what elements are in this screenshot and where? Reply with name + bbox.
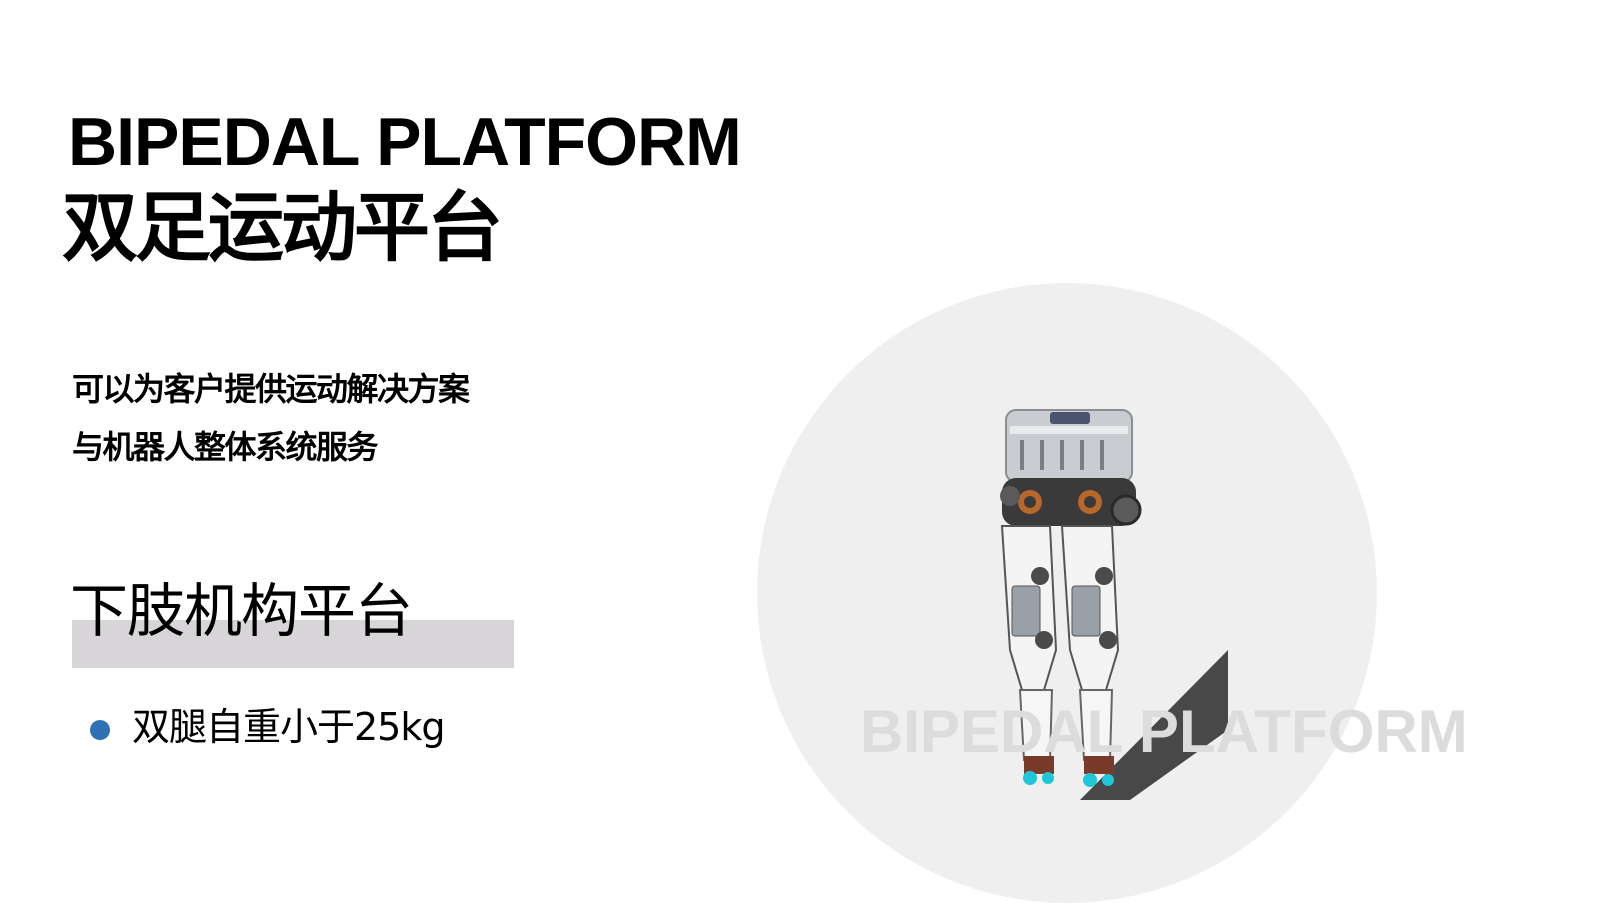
page-title-chinese: 双足运动平台: [62, 183, 503, 272]
description-line-1: 可以为客户提供运动解决方案: [72, 370, 470, 408]
bullet-item: 双腿自重小于25kg: [132, 705, 445, 749]
robot-shadow: [1080, 650, 1228, 800]
watermark-text: BIPEDAL PLATFORM: [860, 698, 1468, 765]
section-highlight-bar: [72, 620, 514, 668]
description-line-2: 与机器人整体系统服务: [72, 428, 379, 466]
bullet-dot-icon: [90, 720, 110, 740]
bipedal-robot-image: [1000, 409, 1228, 800]
page-title-english: BIPEDAL PLATFORM: [68, 104, 742, 180]
description: 可以为客户提供运动解决方案 与机器人整体系统服务: [72, 360, 470, 476]
section-title: 下肢机构平台: [70, 577, 413, 645]
